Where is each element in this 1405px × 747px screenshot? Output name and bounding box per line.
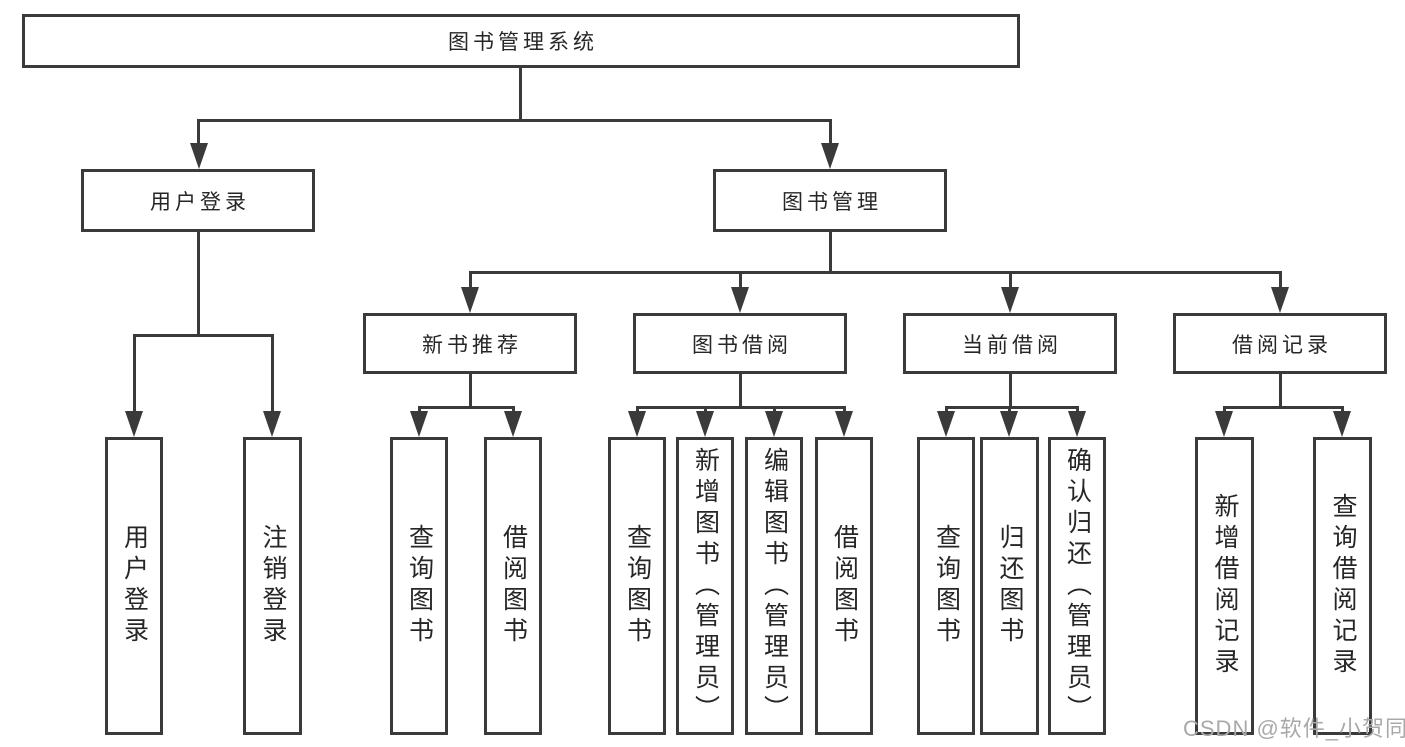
leaf-label: 新增图书（管理员） bbox=[691, 446, 720, 726]
connector-user-login-stem bbox=[197, 232, 200, 335]
node-label: 借阅记录 bbox=[1232, 333, 1332, 357]
node-book-borrow: 图书借阅 bbox=[633, 313, 847, 374]
connector-user-login-branch bbox=[133, 334, 274, 337]
connector-nbr-stem bbox=[469, 374, 472, 407]
arrow-down-icon bbox=[190, 143, 208, 169]
arrow-down-icon bbox=[731, 287, 749, 313]
arrow-down-icon bbox=[696, 411, 714, 437]
leaf-nbr-query-book: 查询图书 bbox=[390, 437, 448, 735]
connector-book-mgmt-stem bbox=[829, 232, 832, 272]
connector-nbr-branch bbox=[418, 406, 514, 409]
leaf-label: 借阅图书 bbox=[830, 524, 859, 648]
leaf-nbr-borrow-book: 借阅图书 bbox=[484, 437, 542, 735]
node-current-borrow: 当前借阅 bbox=[903, 313, 1117, 374]
connector-drop-current-borrow bbox=[1009, 271, 1012, 292]
leaf-user-login: 用户登录 bbox=[105, 437, 163, 735]
node-label: 图书管理 bbox=[782, 190, 882, 214]
arrow-down-icon bbox=[628, 411, 646, 437]
leaf-label: 确认归还（管理员） bbox=[1063, 446, 1092, 726]
node-label: 新书推荐 bbox=[422, 333, 522, 357]
connector-root-branch bbox=[197, 119, 832, 122]
node-label: 当前借阅 bbox=[962, 333, 1062, 357]
leaf-label: 查询图书 bbox=[623, 524, 652, 648]
leaf-bb-edit-book-admin: 编辑图书（管理员） bbox=[745, 437, 803, 735]
arrow-down-icon bbox=[835, 411, 853, 437]
leaf-cb-query-book: 查询图书 bbox=[917, 437, 975, 735]
node-user-login-branch: 用户登录 bbox=[81, 169, 315, 232]
connector-drop-leaf-logout bbox=[271, 334, 274, 416]
leaf-label: 查询图书 bbox=[405, 524, 434, 648]
node-new-book-recommend: 新书推荐 bbox=[363, 313, 577, 374]
arrow-down-icon bbox=[1001, 287, 1019, 313]
arrow-down-icon bbox=[504, 411, 522, 437]
arrow-down-icon bbox=[410, 411, 428, 437]
arrow-down-icon bbox=[263, 411, 281, 437]
leaf-label: 新增借阅记录 bbox=[1211, 493, 1239, 679]
arrow-down-icon bbox=[821, 143, 839, 169]
leaf-bb-query-book: 查询图书 bbox=[608, 437, 666, 735]
arrow-down-icon bbox=[937, 411, 955, 437]
leaf-br-query-record: 查询借阅记录 bbox=[1313, 437, 1372, 735]
connector-book-mgmt-branch bbox=[469, 271, 1282, 274]
node-borrow-record: 借阅记录 bbox=[1173, 313, 1387, 374]
connector-bb-branch bbox=[636, 406, 845, 409]
leaf-label: 用户登录 bbox=[120, 524, 149, 648]
connector-cb-branch bbox=[945, 406, 1078, 409]
connector-drop-new-book-recommend bbox=[469, 271, 472, 292]
arrow-down-icon bbox=[1000, 411, 1018, 437]
leaf-label: 查询借阅记录 bbox=[1329, 493, 1357, 679]
arrow-down-icon bbox=[1068, 411, 1086, 437]
arrow-down-icon bbox=[125, 411, 143, 437]
connector-drop-borrow-record bbox=[1279, 271, 1282, 292]
node-book-management-branch: 图书管理 bbox=[713, 169, 947, 232]
leaf-label: 归还图书 bbox=[996, 524, 1024, 648]
leaf-bb-borrow-book: 借阅图书 bbox=[815, 437, 873, 735]
leaf-label: 注销登录 bbox=[259, 524, 287, 648]
node-library-management-system: 图书管理系统 bbox=[22, 14, 1020, 68]
connector-root-stem bbox=[519, 68, 522, 120]
leaf-bb-add-book-admin: 新增图书（管理员） bbox=[676, 437, 734, 735]
leaf-cb-return-book: 归还图书 bbox=[980, 437, 1039, 735]
leaf-label: 查询图书 bbox=[932, 524, 961, 648]
arrow-down-icon bbox=[461, 287, 479, 313]
connector-drop-user-login bbox=[197, 119, 200, 148]
arrow-down-icon bbox=[1333, 411, 1351, 437]
leaf-cb-confirm-return-admin: 确认归还（管理员） bbox=[1048, 437, 1106, 735]
csdn-watermark: CSDN @软件_小贺同学 bbox=[1183, 716, 1405, 741]
arrow-down-icon bbox=[765, 411, 783, 437]
leaf-label: 借阅图书 bbox=[499, 524, 528, 648]
connector-cb-stem bbox=[1009, 374, 1012, 407]
leaf-logout-login: 注销登录 bbox=[243, 437, 302, 735]
arrow-down-icon bbox=[1215, 411, 1233, 437]
connector-drop-book-management bbox=[829, 119, 832, 148]
node-label: 图书管理系统 bbox=[448, 31, 598, 54]
arrow-down-icon bbox=[1271, 287, 1289, 313]
connector-drop-book-borrow bbox=[739, 271, 742, 292]
connector-br-stem bbox=[1279, 374, 1282, 407]
connector-bb-stem bbox=[739, 374, 742, 407]
connector-br-branch bbox=[1223, 406, 1343, 409]
node-label: 图书借阅 bbox=[692, 333, 792, 357]
node-label: 用户登录 bbox=[150, 190, 250, 214]
connector-drop-leaf-user-login bbox=[133, 334, 136, 416]
leaf-br-add-record: 新增借阅记录 bbox=[1195, 437, 1254, 735]
leaf-label: 编辑图书（管理员） bbox=[760, 446, 789, 726]
